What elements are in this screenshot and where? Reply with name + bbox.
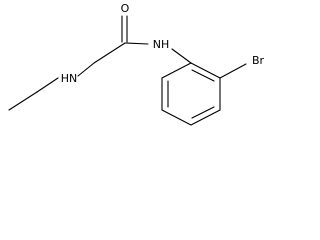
amine-hn-label: HN xyxy=(61,72,78,85)
bromine-label: Br xyxy=(252,54,265,67)
amide-n-ring-bond xyxy=(171,48,192,64)
ethyl-ch3-ch2-bond xyxy=(8,91,38,111)
amide-nh-label: NH xyxy=(153,38,170,51)
amine-n-ch2-bond xyxy=(77,62,95,77)
ch2-carbonyl-bond xyxy=(93,42,126,64)
ring-double-bond-2 xyxy=(191,106,215,119)
oxygen-label: O xyxy=(121,2,130,15)
chemical-structure: O NH HN Br xyxy=(8,2,265,126)
ring-double-bond-1 xyxy=(191,69,215,82)
ring-br-bond xyxy=(219,63,247,79)
ethyl-ch2-n-bond xyxy=(36,77,59,93)
benzene-ring xyxy=(161,62,221,126)
carbonyl-amide-n-bond xyxy=(124,42,149,45)
